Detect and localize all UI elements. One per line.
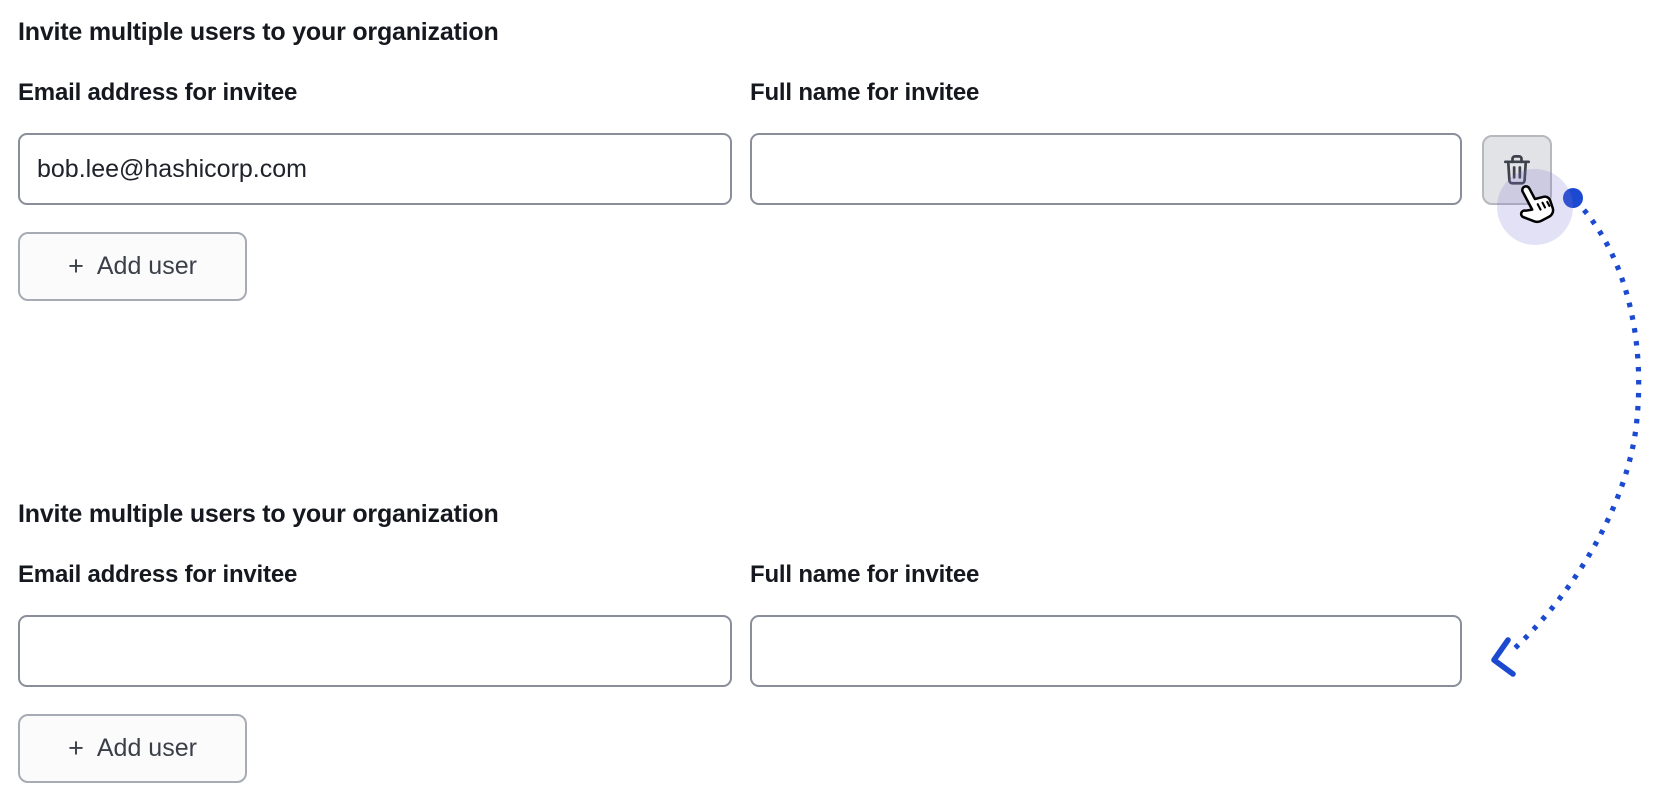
add-user-label: Add user xyxy=(96,252,197,280)
plus-icon: + xyxy=(68,733,84,763)
form-heading: Invite multiple users to your organizati… xyxy=(18,500,499,528)
add-user-button[interactable]: + Add user xyxy=(18,714,247,783)
add-user-button[interactable]: + Add user xyxy=(18,232,247,301)
email-input[interactable] xyxy=(18,133,732,205)
full-name-label: Full name for invitee xyxy=(750,79,980,106)
delete-row-button[interactable] xyxy=(1482,135,1552,205)
invite-form-before: Invite multiple users to your organizati… xyxy=(0,0,1672,330)
full-name-input[interactable] xyxy=(750,133,1462,205)
add-user-label: Add user xyxy=(96,734,197,762)
email-input[interactable] xyxy=(18,615,732,687)
email-label: Email address for invitee xyxy=(18,79,298,106)
full-name-label: Full name for invitee xyxy=(750,561,980,588)
plus-icon: + xyxy=(68,251,84,281)
trash-icon xyxy=(1504,155,1530,185)
form-heading: Invite multiple users to your organizati… xyxy=(18,18,499,46)
full-name-input[interactable] xyxy=(750,615,1462,687)
invite-form-after: Invite multiple users to your organizati… xyxy=(0,482,1672,800)
email-label: Email address for invitee xyxy=(18,561,298,588)
